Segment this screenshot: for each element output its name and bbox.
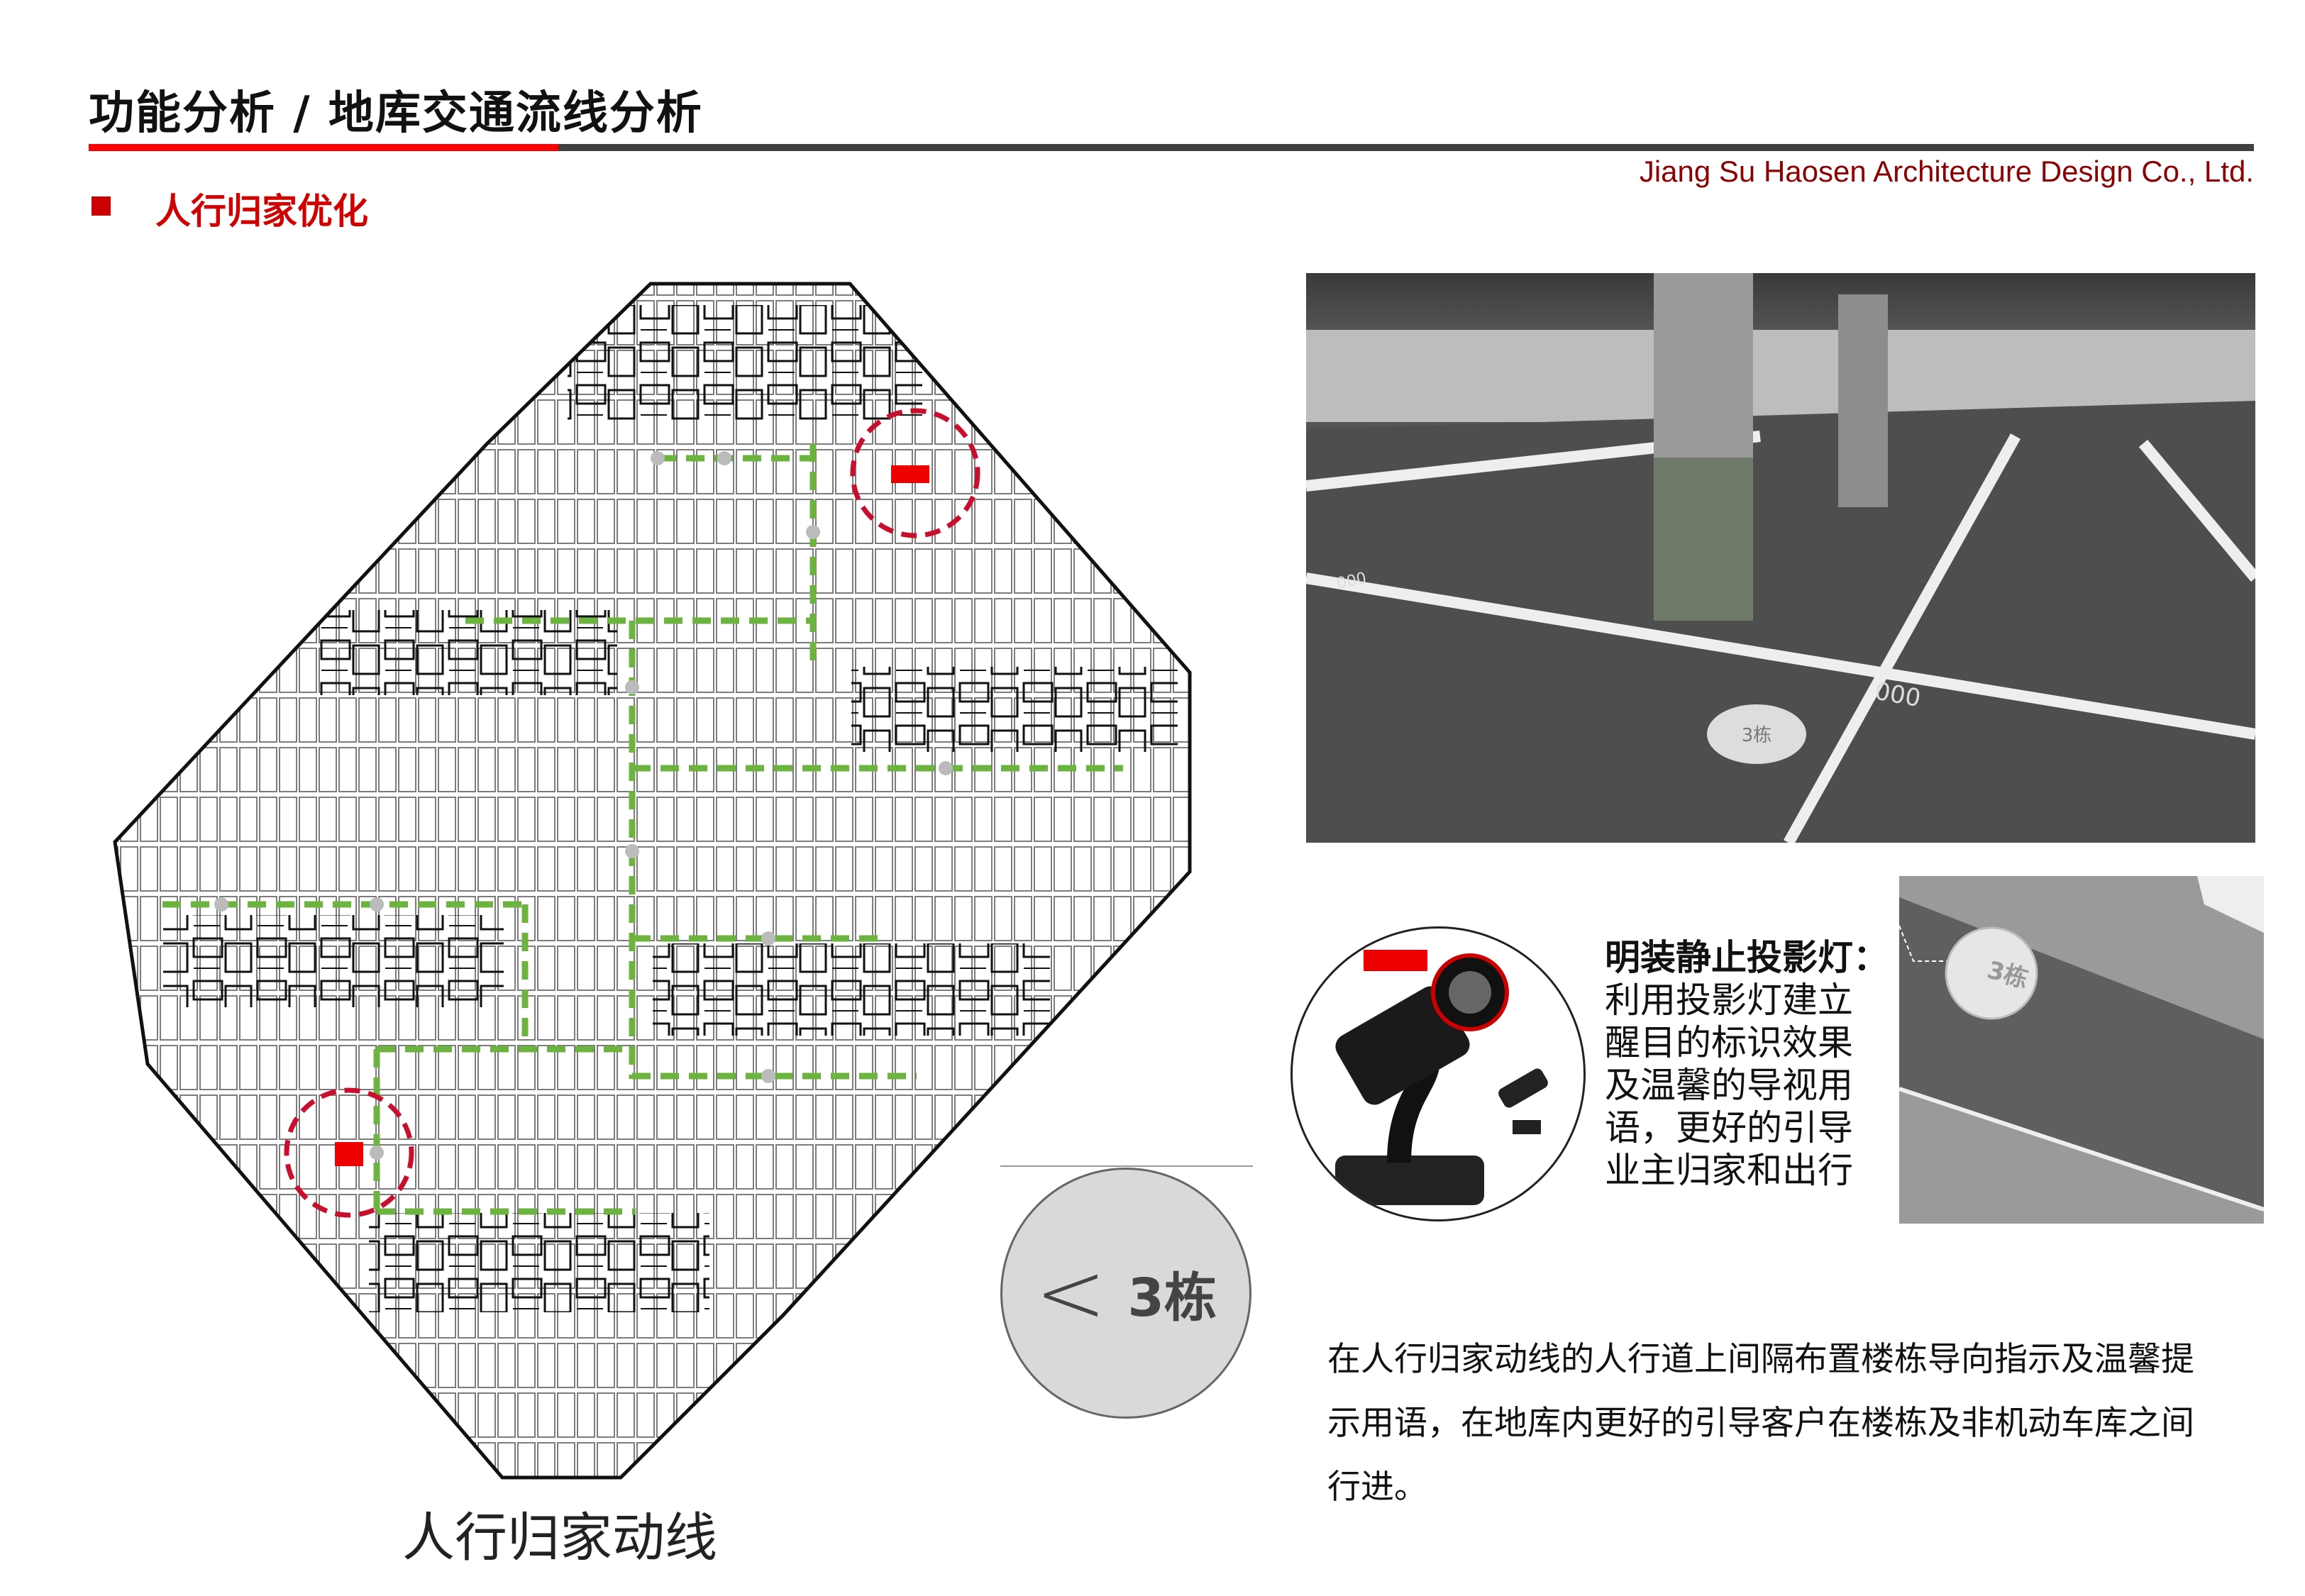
basement-floor-plan bbox=[113, 282, 1192, 1480]
garage-render-photo: 3栋 000 000 bbox=[1306, 273, 2255, 843]
title-underline bbox=[558, 144, 2254, 151]
arrow-left-icon: < bbox=[1034, 1243, 1107, 1343]
projector-line: 业主归家和出行 bbox=[1605, 1150, 1853, 1191]
description-paragraph: 在人行归家动线的人行道上间隔布置楼栋导向指示及温馨提示用语，在地库内更好的引导客… bbox=[1327, 1340, 2194, 1507]
floor-sign-text: 3栋 bbox=[1742, 725, 1772, 746]
plan-caption: 人行归家动线 bbox=[402, 1507, 717, 1568]
page-title: 功能分析 / 地库交通流线分析 bbox=[89, 87, 703, 140]
floor-projection-closeup-photo: 3栋 bbox=[1899, 876, 2264, 1224]
divider-line bbox=[1000, 1165, 1253, 1167]
section-title: 人行归家优化 bbox=[155, 191, 368, 232]
projector-line: 语，更好的引导 bbox=[1605, 1107, 1853, 1148]
wayfinding-sign: < 3栋 bbox=[1000, 1168, 1251, 1419]
title-underline-accent bbox=[89, 144, 558, 151]
building-label: 3栋 bbox=[1127, 1267, 1217, 1329]
projector-line: 醒目的标识效果 bbox=[1605, 1022, 1853, 1063]
projector-description: 明装静止投影灯： 利用投影灯建立 醒目的标识效果 及温馨的导视用 语，更好的引导… bbox=[1605, 936, 1889, 1192]
projector-line: 利用投影灯建立 bbox=[1605, 980, 1853, 1021]
highlight-markers bbox=[284, 408, 980, 1218]
projector-line: 及温馨的导视用 bbox=[1605, 1065, 1853, 1106]
section-bullet-icon bbox=[92, 196, 111, 216]
company-name: Jiang Su Haosen Architecture Design Co.,… bbox=[1639, 155, 2254, 188]
projector-lamp-photo bbox=[1290, 926, 1586, 1221]
projector-title: 明装静止投影灯： bbox=[1605, 937, 1889, 978]
